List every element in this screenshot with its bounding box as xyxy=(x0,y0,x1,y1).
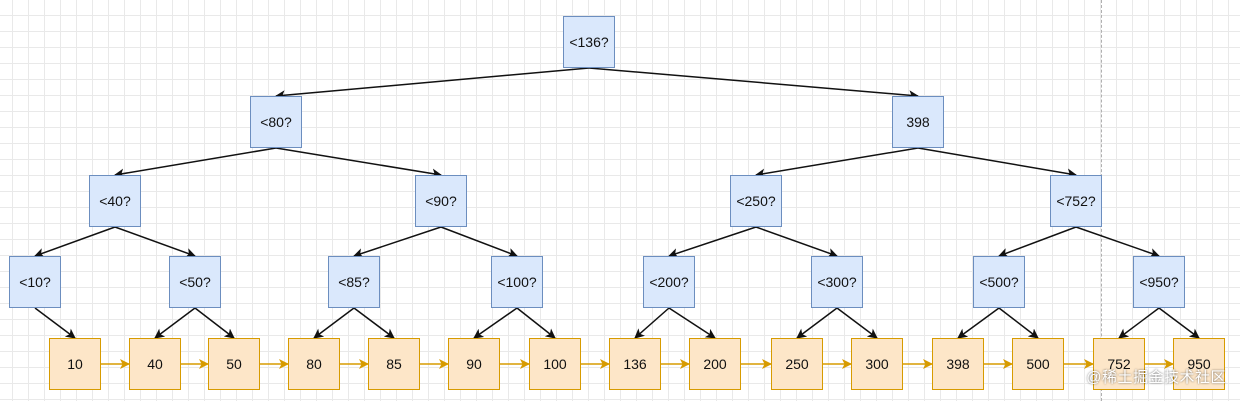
node-l3-3: <100? xyxy=(491,256,543,308)
edge-node-l3-7-to-leaf-13 xyxy=(1118,307,1160,339)
edge-node-l1-1-to-node-l2-2 xyxy=(755,147,919,179)
leaf-8: 200 xyxy=(689,338,741,390)
leaf-1: 40 xyxy=(129,338,181,390)
node-l3-0: <10? xyxy=(9,256,61,308)
node-l3-2: <85? xyxy=(328,256,380,308)
node-l2-1: <90? xyxy=(415,175,467,227)
leaf-9: 250 xyxy=(771,338,823,390)
leaf-12: 500 xyxy=(1012,338,1064,390)
node-l2-3: <752? xyxy=(1050,175,1102,227)
node-l2-0: <40? xyxy=(89,175,141,227)
edge-node-l1-1-to-node-l2-3 xyxy=(917,147,1077,179)
node-l1-0: <80? xyxy=(250,96,302,148)
edge-node-l3-7-to-leaf-14 xyxy=(1158,307,1200,339)
leaf-7: 136 xyxy=(609,338,661,390)
edge-node-l3-1-to-leaf-2 xyxy=(194,307,235,339)
node-l3-1: <50? xyxy=(169,256,221,308)
leaf-10: 300 xyxy=(851,338,903,390)
edge-node-l3-1-to-leaf-1 xyxy=(154,307,196,339)
edge-node-root-to-node-l1-1 xyxy=(588,67,919,101)
node-l3-6: <500? xyxy=(973,256,1025,308)
node-root: <136? xyxy=(563,16,615,68)
edge-node-l3-5-to-leaf-9 xyxy=(796,307,838,339)
edge-node-l3-0-to-leaf-0 xyxy=(34,307,76,339)
leaf-2: 50 xyxy=(208,338,260,390)
edge-node-l2-1-to-node-l3-2 xyxy=(353,226,442,258)
edge-node-l2-2-to-node-l3-5 xyxy=(755,226,838,258)
edge-node-l3-4-to-leaf-8 xyxy=(668,307,716,339)
edge-node-l3-3-to-leaf-5 xyxy=(473,307,518,339)
leaf-11: 398 xyxy=(932,338,984,390)
leaf-4: 85 xyxy=(368,338,420,390)
leaf-6: 100 xyxy=(529,338,581,390)
edge-node-l2-0-to-node-l3-1 xyxy=(114,226,196,258)
edge-node-l3-5-to-leaf-10 xyxy=(836,307,878,339)
leaf-13: 752 xyxy=(1093,338,1145,390)
edge-node-l2-1-to-node-l3-3 xyxy=(440,226,518,258)
edge-node-l1-0-to-node-l2-1 xyxy=(275,147,442,179)
edge-node-l1-0-to-node-l2-0 xyxy=(114,147,277,179)
edge-node-l3-2-to-leaf-4 xyxy=(353,307,395,339)
edge-node-l3-2-to-leaf-3 xyxy=(313,307,355,339)
leaf-0: 10 xyxy=(49,338,101,390)
edge-node-l3-3-to-leaf-6 xyxy=(516,307,556,339)
leaf-5: 90 xyxy=(448,338,500,390)
watermark: @稀土掘金技术社区 xyxy=(1086,369,1226,386)
node-l3-7: <950? xyxy=(1133,256,1185,308)
edge-node-l2-2-to-node-l3-4 xyxy=(668,226,757,258)
edge-node-l2-0-to-node-l3-0 xyxy=(34,226,116,258)
edge-node-l2-3-to-node-l3-6 xyxy=(998,226,1077,258)
node-l3-5: <300? xyxy=(811,256,863,308)
edge-node-root-to-node-l1-0 xyxy=(275,67,590,101)
edge-node-l3-6-to-leaf-11 xyxy=(957,307,1000,339)
node-l1-1: 398 xyxy=(892,96,944,148)
leaf-14: 950 xyxy=(1173,338,1225,390)
leaf-3: 80 xyxy=(288,338,340,390)
edge-node-l3-4-to-leaf-7 xyxy=(634,307,670,339)
edge-node-l3-6-to-leaf-12 xyxy=(998,307,1039,339)
node-l3-4: <200? xyxy=(643,256,695,308)
node-l2-2: <250? xyxy=(730,175,782,227)
edge-node-l2-3-to-node-l3-7 xyxy=(1075,226,1160,258)
